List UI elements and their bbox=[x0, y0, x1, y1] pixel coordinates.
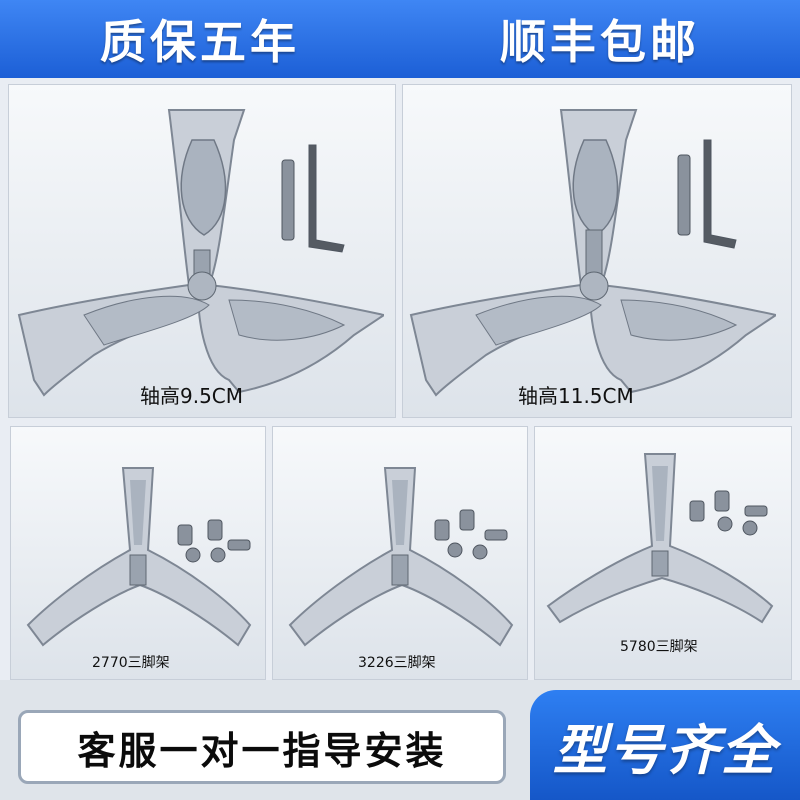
product-caption-large-2: 轴高11.5CM bbox=[518, 384, 634, 408]
product-caption-small-2: 3226三脚架 bbox=[358, 655, 436, 671]
models-badge: 型号齐全 bbox=[530, 690, 800, 800]
top-banner: 质保五年 顺丰包邮 bbox=[0, 0, 800, 78]
tripod-image-large-2 bbox=[409, 109, 776, 397]
models-badge-text: 型号齐全 bbox=[553, 718, 777, 782]
warranty-text: 质保五年 bbox=[100, 15, 300, 69]
tripod-image-large-1 bbox=[17, 109, 384, 397]
tripod-image-small-2 bbox=[288, 467, 514, 647]
service-text: 客服一对一指导安装 bbox=[77, 728, 447, 773]
product-caption-large-1: 轴高9.5CM bbox=[140, 384, 244, 408]
shipping-text: 顺丰包邮 bbox=[500, 15, 700, 69]
product-caption-small-1: 2770三脚架 bbox=[92, 655, 170, 671]
service-box: 客服一对一指导安装 bbox=[18, 710, 506, 784]
product-caption-small-3: 5780三脚架 bbox=[620, 639, 698, 655]
tripod-image-small-3 bbox=[546, 453, 774, 624]
tripod-image-small-1 bbox=[26, 467, 252, 647]
